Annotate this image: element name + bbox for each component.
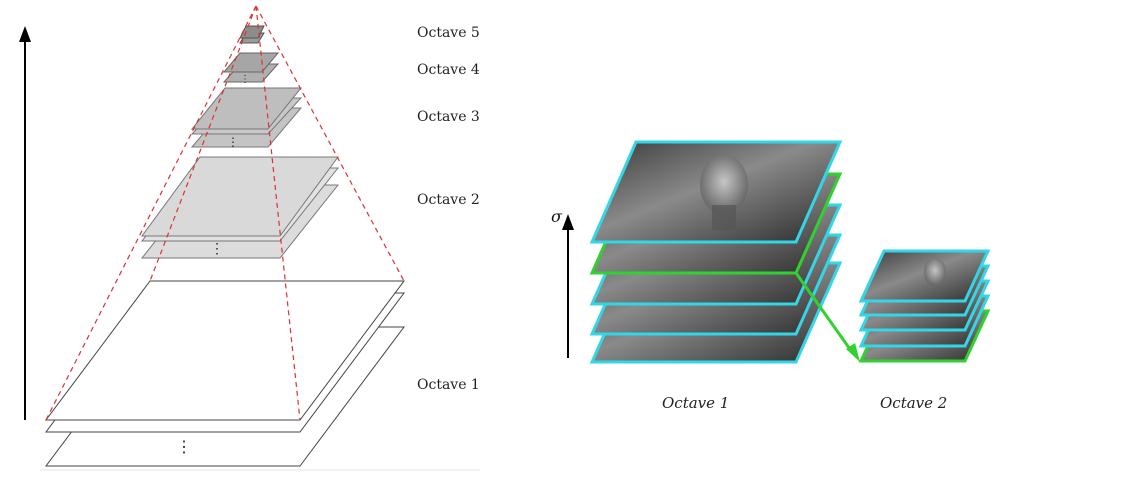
octave-5-stack (239, 25, 265, 44)
sigma-axis-arrow: σ (551, 207, 574, 358)
octave-2-stack: ⋮ (140, 156, 340, 259)
octave-4-stack: ⋮ (222, 52, 280, 85)
octave-2-label: Octave 2 (417, 192, 480, 208)
octave-2-ellipsis: ⋮ (210, 242, 224, 257)
octave-1-image-stack (589, 140, 843, 364)
octave-3-stack: ⋮ (190, 87, 303, 149)
einstein-portrait-image (589, 140, 843, 244)
octave-4-ellipsis: ⋮ (240, 74, 250, 85)
octave-2-caption: Octave 2 (880, 394, 947, 412)
octave-3-label: Octave 3 (417, 109, 480, 125)
sigma-label: σ (551, 207, 563, 226)
octave-5-label: Octave 5 (417, 25, 480, 41)
einstein-portrait-small-image (858, 249, 991, 303)
octave-2-image-stack (858, 249, 991, 363)
pyramid-outline (45, 5, 405, 421)
pyramid-diagram: ⋮ ⋮ ⋮ ⋮ (19, 5, 480, 471)
octave-1-label: Octave 1 (417, 377, 480, 393)
downsample-arrow (794, 272, 860, 362)
octave-1-ellipsis: ⋮ (176, 439, 192, 456)
octave-1-stack: ⋮ (45, 280, 405, 467)
gaussian-stack-diagram: σ (551, 140, 991, 412)
octave-1-caption: Octave 1 (662, 394, 729, 412)
scale-axis-arrow (19, 26, 31, 420)
octave-3-ellipsis: ⋮ (227, 135, 239, 149)
octave-4-label: Octave 4 (417, 62, 480, 78)
